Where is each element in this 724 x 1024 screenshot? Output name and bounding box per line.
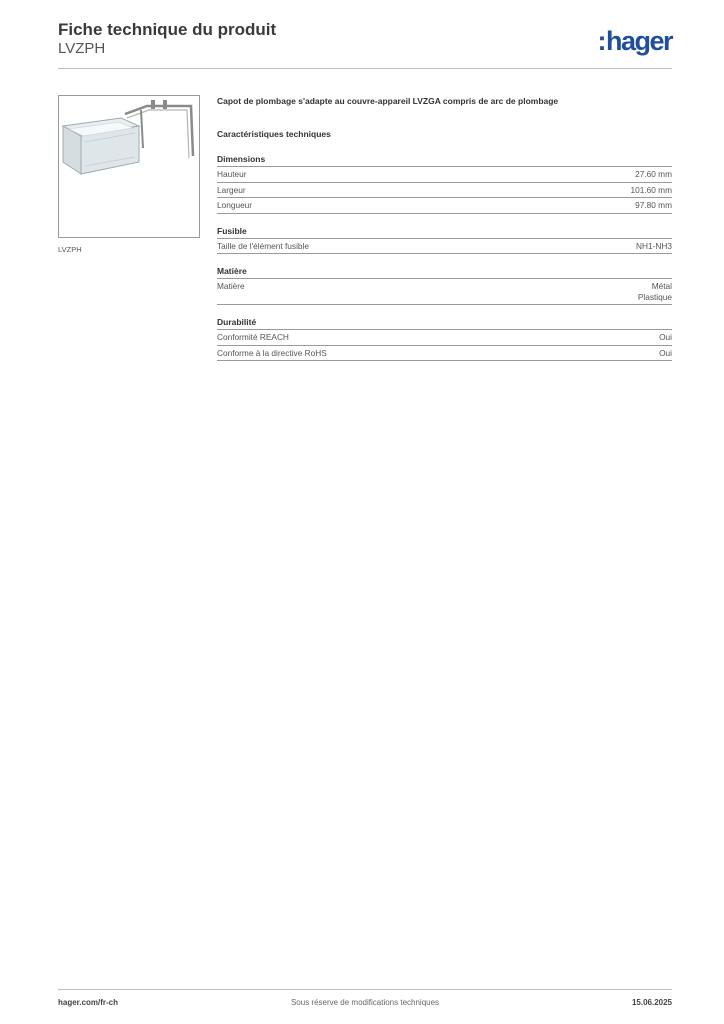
spec-row: Longueur 97.80 mm (217, 198, 672, 214)
logo-text: hager (605, 26, 674, 56)
product-image (58, 95, 200, 238)
header-divider (58, 68, 672, 69)
page-title: Fiche technique du produit (58, 20, 277, 39)
spec-value: Oui (659, 347, 672, 358)
footer-notice: Sous réserve de modifications techniques (290, 998, 440, 1007)
section-fusible: Fusible Taille de l'élément fusible NH1-… (217, 226, 672, 254)
spec-label: Taille de l'élément fusible (217, 240, 309, 251)
logo-colon-icon: : (597, 26, 606, 56)
spec-row: Matière Métal Plastique (217, 279, 672, 305)
footer-website-link[interactable]: hager.com/fr-ch (58, 998, 119, 1007)
spec-label: Conformité REACH (217, 332, 289, 342)
page-header: Fiche technique du produit LVZPH :hager (58, 20, 674, 70)
spec-value: NH1-NH3 (636, 240, 672, 251)
specs-heading: Caractéristiques techniques (217, 129, 331, 139)
section-dimensions: Dimensions Hauteur 27.60 mm Largeur 101.… (217, 154, 672, 214)
spec-value: 97.80 mm (635, 200, 672, 210)
section-title: Fusible (217, 226, 672, 239)
spec-value: 101.60 mm (630, 184, 672, 195)
spec-row: Conforme à la directive RoHS Oui (217, 346, 672, 361)
spec-value-line: Métal (651, 281, 672, 291)
spec-value: Métal Plastique (638, 281, 672, 302)
spec-value: 27.60 mm (635, 169, 672, 179)
section-title: Dimensions (217, 154, 672, 167)
spec-row: Conformité REACH Oui (217, 330, 672, 346)
sealing-cover-image (61, 100, 195, 175)
spec-value: Oui (659, 332, 672, 342)
spec-row: Hauteur 27.60 mm (217, 167, 672, 183)
spec-label: Matière (217, 281, 245, 291)
spec-label: Largeur (217, 184, 246, 195)
spec-label: Longueur (217, 200, 253, 210)
spec-row: Largeur 101.60 mm (217, 183, 672, 198)
spec-label: Conforme à la directive RoHS (217, 347, 327, 358)
section-matiere: Matière Matière Métal Plastique (217, 266, 672, 305)
spec-value-line: Plastique (637, 291, 672, 302)
section-title: Durabilité (217, 317, 672, 330)
hager-logo: :hager (597, 26, 674, 56)
image-caption: LVZPH (58, 245, 82, 254)
footer-date: 15.06.2025 (631, 998, 672, 1007)
section-title: Matière (217, 266, 672, 279)
section-durabilite: Durabilité Conformité REACH Oui Conforme… (217, 317, 672, 361)
product-reference: LVZPH (58, 40, 106, 57)
spec-label: Hauteur (217, 169, 247, 179)
product-details: Capot de plombage s'adapte au couvre-app… (217, 96, 672, 373)
spec-row: Taille de l'élément fusible NH1-NH3 (217, 239, 672, 254)
product-description: Capot de plombage s'adapte au couvre-app… (217, 96, 559, 106)
footer-divider (58, 989, 672, 990)
